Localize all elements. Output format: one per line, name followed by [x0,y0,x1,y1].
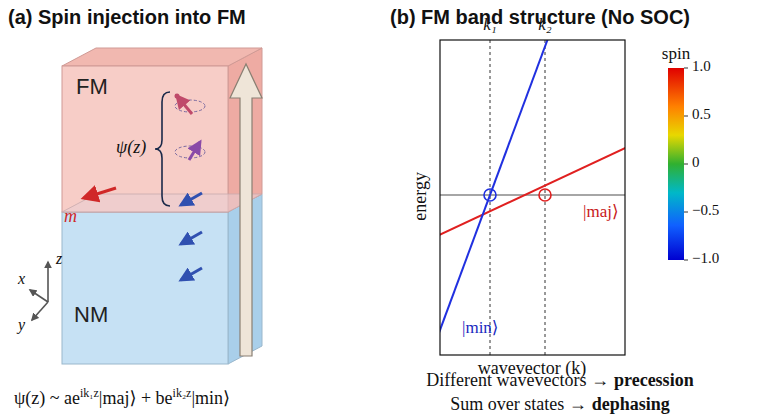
magnetization-label: m [64,206,77,227]
spin-arrow [181,193,202,205]
crossing-circle [484,189,496,201]
panel-title-text: (a) Spin injection into FM [8,6,246,28]
k-label: k₂ [538,15,551,35]
panel-title: (a) Spin injection into FM [8,6,246,29]
k-label: k₁ [483,15,496,35]
region-label: NM [74,302,108,328]
colorbar-tick-text: 0 [692,154,700,170]
wavefunction-formula-text: |min⟩ [191,388,230,408]
band-label-text: |maj⟩ [583,202,619,221]
axis-title: energy [410,172,431,221]
magnetization-label-text: m [64,206,77,226]
colorbar-title: spin [662,44,690,64]
note-line-text: Sum over states → [450,394,587,414]
axis-label: y [18,316,25,334]
k-marker-line [545,40,546,355]
wavefunction-formula-text: |maj⟩ + be [99,388,173,408]
band-label-text: |min⟩ [462,318,498,337]
colorbar [668,68,684,260]
wavefunction-formula-text: ik₂z [173,386,192,400]
note-line-text: precession [614,370,694,390]
colorbar-tick-text: 0.5 [692,106,711,122]
axis-label: x [18,270,25,288]
band-label: |maj⟩ [583,202,619,222]
colorbar-tick-text: −1.0 [692,250,719,266]
majority-band [440,141,625,244]
colorbar-tick-text: 1.0 [692,58,711,74]
wavefunction-formula: ψ(z) ~ aeik₁z|maj⟩ + beik₂z|min⟩ [14,387,230,409]
spin-arrow [189,142,200,160]
axes-triad [30,262,48,320]
axis-label: z [56,250,62,268]
current-arrow [230,64,262,356]
note-line-text: dephasing [592,394,670,414]
colorbar-tick: −0.5 [692,202,719,219]
wavefunction-formula-text: ψ(z) ~ ae [14,388,80,408]
axis-label-text: z [56,250,62,267]
note-line: Sum over states →dephasing [450,394,670,415]
fermi-line [440,194,625,195]
k-label-text: k₂ [538,15,551,34]
colorbar-tick: 0.5 [692,106,711,123]
spin-arrow [181,268,202,280]
axis-title-text: energy [410,172,430,221]
note-line: Different wavevectors →precession [426,370,693,391]
band-label: |min⟩ [462,318,498,338]
colorbar-tick-text: −0.5 [692,202,719,218]
axis-label-text: y [18,316,25,333]
colorbar-tick: 1.0 [692,58,711,75]
colorbar-tick: 0 [692,154,700,171]
minority-band [440,40,570,355]
wavefunction-label: ψ(z) [116,137,146,158]
fm-top-face [62,48,262,66]
band-plot [420,0,640,384]
spin-arrow [177,96,192,114]
fm-front-face [62,66,228,212]
wavefunction-formula-text: ik₁z [80,386,99,400]
layer-prism [62,48,262,364]
colorbar-title-text: spin [662,44,690,63]
spin-arrow [181,232,202,244]
wavefunction-label-text: ψ(z) [116,137,146,157]
colorbar-ticks [684,68,688,260]
k-label-text: k₁ [483,15,496,34]
note-line-text: Different wavevectors → [426,370,609,390]
region-label: FM [76,74,108,100]
nm-front-face [62,212,228,364]
axis-label-text: x [18,270,25,287]
spin-dot [175,94,180,99]
magnetization-arrow [84,188,116,198]
crossing-circle [539,189,551,201]
nm-region: NM [62,212,228,364]
bracket [155,92,170,206]
colorbar-tick: −1.0 [692,250,719,267]
plot-frame [440,40,625,355]
